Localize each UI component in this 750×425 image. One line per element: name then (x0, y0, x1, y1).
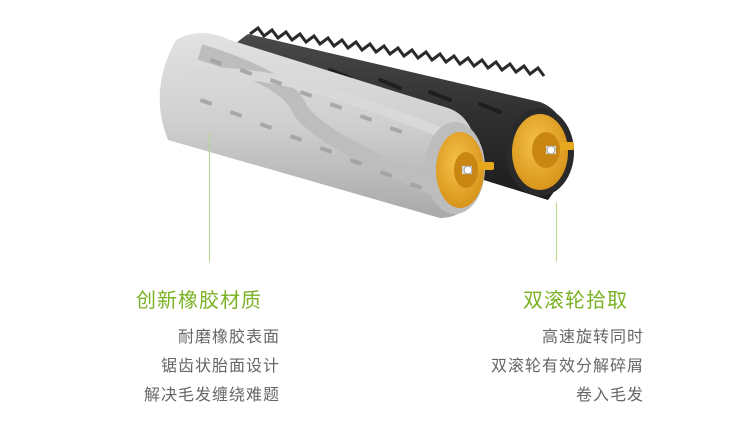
right-feature-heading: 双滚轮拾取 (523, 288, 628, 312)
gray-roller (159, 33, 478, 218)
left-guide-line (209, 132, 210, 262)
list-item: 锯齿状胎面设计 (160, 356, 280, 375)
list-item: 耐磨橡胶表面 (177, 327, 280, 346)
right-guide-line (556, 202, 557, 262)
black-roller-hub (506, 108, 574, 196)
list-item: 高速旋转同时 (541, 327, 644, 346)
list-item: 卷入毛发 (575, 385, 644, 404)
list-item: 双滚轮有效分解碎屑 (490, 356, 644, 375)
gray-roller-hub (425, 122, 494, 214)
right-feature-list: 高速旋转同时 双滚轮有效分解碎屑 卷入毛发 (460, 322, 644, 409)
left-feature-heading: 创新橡胶材质 (136, 288, 262, 312)
left-feature-list: 耐磨橡胶表面 锯齿状胎面设计 解决毛发缠绕难题 (112, 322, 280, 409)
list-item: 解决毛发缠绕难题 (143, 385, 280, 404)
